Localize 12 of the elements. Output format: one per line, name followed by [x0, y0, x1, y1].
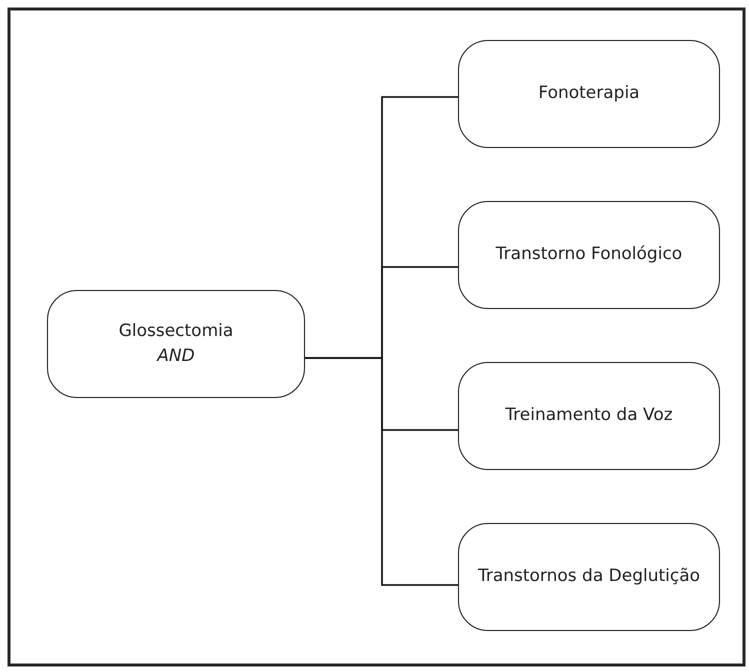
- node-label: Transtornos da Deglutição: [478, 565, 700, 588]
- rounded-box: [458, 40, 720, 148]
- node-label: Treinamento da Voz: [505, 404, 673, 428]
- rounded-box: [47, 290, 305, 398]
- rounded-box: [458, 523, 720, 631]
- node-label: Fonoterapia: [538, 82, 640, 106]
- rounded-box: [458, 201, 720, 309]
- connector-line: [305, 357, 458, 586]
- node-label: Transtorno Fonológico: [496, 243, 682, 266]
- operator-label: AND: [157, 345, 195, 368]
- node-label: Glossectomia: [118, 320, 234, 342]
- rounded-box: [458, 362, 720, 470]
